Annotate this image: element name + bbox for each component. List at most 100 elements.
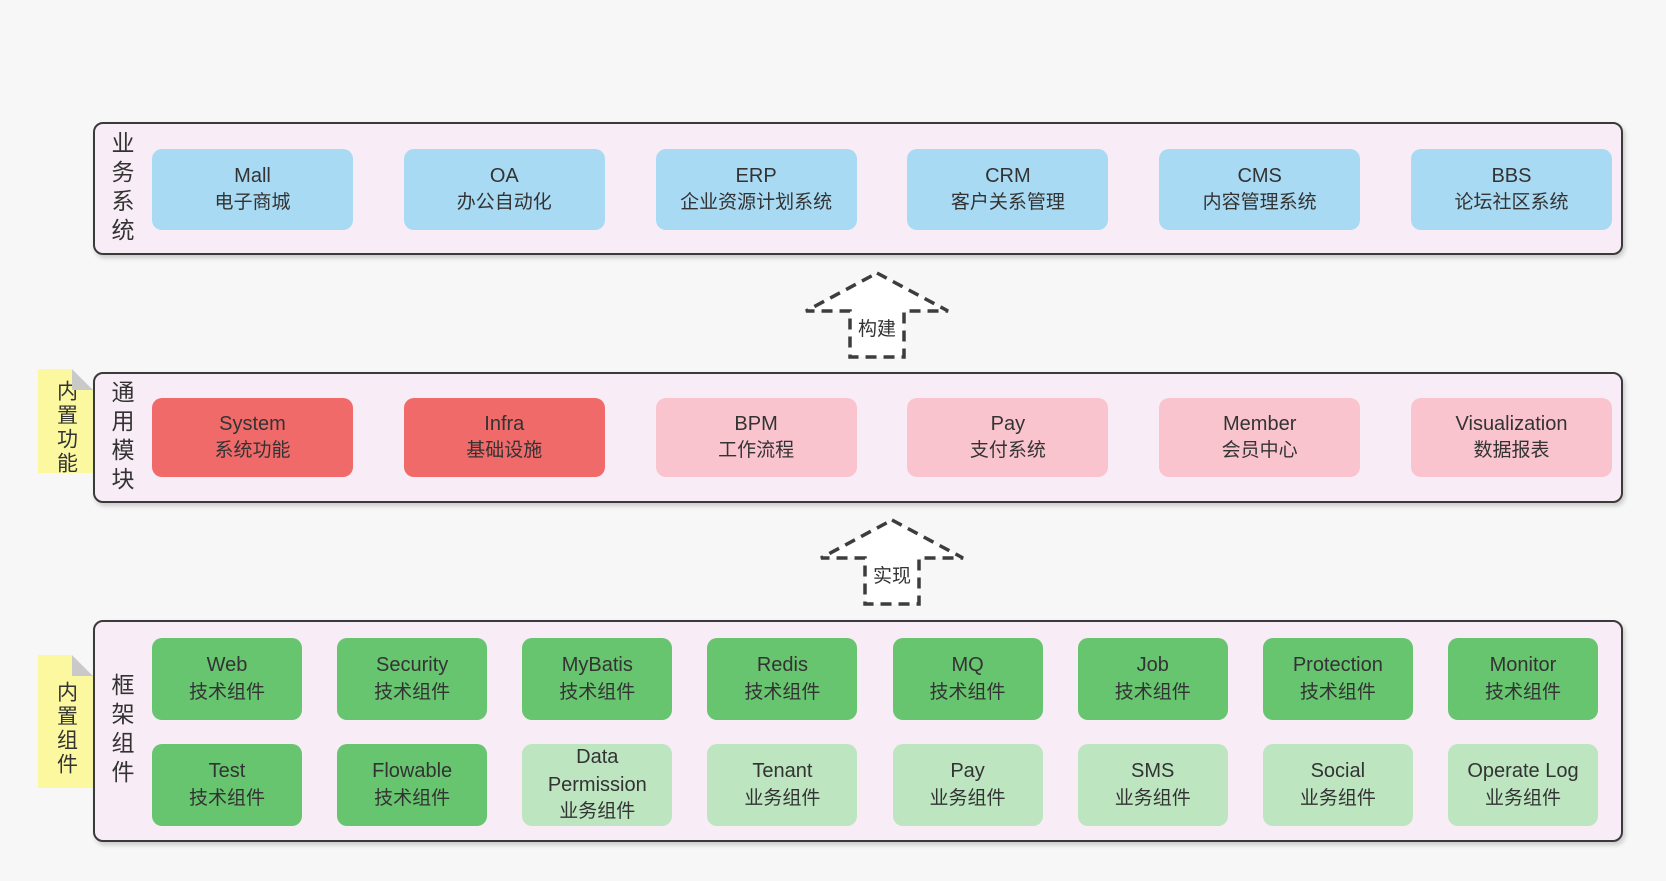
box-subtitle: 办公自动化 — [456, 192, 552, 214]
box-subtitle: 技术组件 — [374, 681, 451, 703]
box-title: BBS — [1491, 164, 1532, 187]
box-subtitle: 业务组件 — [1484, 787, 1561, 809]
box-sms: SMS 业务组件 — [1077, 744, 1228, 826]
box-subtitle: 业务组件 — [1114, 787, 1191, 809]
box-security: Security 技术组件 — [337, 638, 488, 720]
box-title: MyBatis — [561, 654, 633, 677]
box-pay-business: Pay 业务组件 — [892, 744, 1043, 826]
box-subtitle: 技术组件 — [744, 681, 821, 703]
box-title: CRM — [985, 164, 1031, 187]
box-subtitle: 内容管理系统 — [1202, 192, 1317, 214]
box-subtitle: 支付系统 — [969, 440, 1046, 462]
box-subtitle: 技术组件 — [929, 681, 1006, 703]
box-pay: Pay 支付系统 — [907, 398, 1109, 477]
common-modules-row: System 系统功能 Infra 基础设施 BPM 工作流程 Pay 支付系统… — [152, 398, 1612, 477]
layer-label-business-systems: 业务系统 — [108, 130, 134, 247]
box-title: Pay — [950, 760, 985, 783]
box-subtitle: 数据报表 — [1473, 440, 1550, 462]
box-title: BPM — [734, 412, 778, 435]
box-subtitle: 业务组件 — [1299, 787, 1376, 809]
box-mq: MQ 技术组件 — [892, 638, 1043, 720]
box-web: Web 技术组件 — [152, 638, 302, 720]
box-subtitle: 业务组件 — [559, 801, 636, 823]
box-title: Flowable — [372, 760, 453, 783]
box-title: Test — [208, 760, 246, 783]
box-title: Mall — [234, 164, 271, 187]
folded-corner-icon — [72, 655, 93, 676]
box-crm: CRM 客户关系管理 — [907, 149, 1109, 230]
box-subtitle: 技术组件 — [188, 787, 265, 809]
folded-corner-icon — [72, 369, 93, 390]
box-cms: CMS 内容管理系统 — [1159, 149, 1361, 230]
box-subtitle: 论坛社区系统 — [1454, 192, 1569, 214]
box-title: Visualization — [1455, 412, 1568, 435]
box-bpm: BPM 工作流程 — [655, 398, 857, 477]
box-subtitle: 技术组件 — [559, 681, 636, 703]
build-arrow: 构建 — [802, 268, 952, 360]
layer-framework-components: 框架组件 Web 技术组件 Security 技术组件 MyBatis 技术组件… — [93, 620, 1623, 842]
box-subtitle: 业务组件 — [744, 787, 821, 809]
framework-components-row-2: Test 技术组件 Flowable 技术组件 Data Permission … — [152, 744, 1598, 826]
box-monitor: Monitor 技术组件 — [1447, 638, 1598, 720]
box-subtitle: 技术组件 — [1114, 681, 1191, 703]
box-oa: OA 办公自动化 — [403, 149, 605, 230]
layer-common-modules: 通用模块 System 系统功能 Infra 基础设施 BPM 工作流程 Pay… — [93, 372, 1623, 503]
box-title: Tenant — [752, 760, 813, 783]
box-title: OA — [489, 164, 519, 187]
box-tenant: Tenant 业务组件 — [707, 744, 858, 826]
box-visualization: Visualization 数据报表 — [1410, 398, 1612, 477]
box-system: System 系统功能 — [152, 398, 353, 477]
box-subtitle: 会员中心 — [1221, 440, 1298, 462]
box-social: Social 业务组件 — [1262, 744, 1413, 826]
box-redis: Redis 技术组件 — [707, 638, 858, 720]
box-subtitle: 业务组件 — [929, 787, 1006, 809]
box-title: Data Permission — [547, 746, 647, 796]
implement-arrow: 实现 — [817, 515, 967, 607]
box-subtitle: 电子商城 — [214, 192, 291, 214]
sticky-note-builtin-features: 内置功能 — [38, 369, 93, 473]
box-title: Infra — [484, 412, 525, 435]
box-subtitle: 工作流程 — [718, 440, 795, 462]
box-title: Operate Log — [1467, 760, 1579, 783]
box-data-permission: Data Permission 业务组件 — [522, 744, 673, 826]
box-title: Web — [206, 654, 248, 677]
box-member: Member 会员中心 — [1159, 398, 1361, 477]
box-title: Security — [376, 654, 449, 677]
box-subtitle: 技术组件 — [188, 681, 265, 703]
box-title: MQ — [951, 654, 984, 677]
build-arrow-label: 构建 — [854, 314, 900, 341]
box-infra: Infra 基础设施 — [403, 398, 605, 477]
box-title: Member — [1223, 412, 1297, 435]
box-subtitle: 技术组件 — [1299, 681, 1376, 703]
box-title: Protection — [1292, 654, 1383, 677]
box-mybatis: MyBatis 技术组件 — [522, 638, 673, 720]
box-subtitle: 基础设施 — [466, 440, 543, 462]
box-title: CMS — [1237, 164, 1282, 187]
business-systems-row: Mall 电子商城 OA 办公自动化 ERP 企业资源计划系统 CRM 客户关系… — [152, 149, 1612, 230]
box-protection: Protection 技术组件 — [1262, 638, 1413, 720]
box-subtitle: 企业资源计划系统 — [680, 192, 833, 214]
box-title: System — [219, 412, 286, 435]
box-flowable: Flowable 技术组件 — [337, 744, 488, 826]
box-title: Monitor — [1489, 654, 1557, 677]
box-subtitle: 技术组件 — [374, 787, 451, 809]
box-job: Job 技术组件 — [1077, 638, 1228, 720]
box-title: Redis — [756, 654, 808, 677]
implement-arrow-label: 实现 — [869, 561, 915, 588]
layer-label-common-modules: 通用模块 — [108, 379, 134, 496]
sticky-note-builtin-components: 内置组件 — [38, 655, 93, 788]
sticky-note-text: 内置组件 — [54, 680, 78, 777]
framework-components-row-1: Web 技术组件 Security 技术组件 MyBatis 技术组件 Redi… — [152, 638, 1598, 720]
box-title: Pay — [990, 412, 1026, 435]
box-operate-log: Operate Log 业务组件 — [1447, 744, 1598, 826]
box-title: ERP — [735, 164, 777, 187]
box-bbs: BBS 论坛社区系统 — [1410, 149, 1612, 230]
box-erp: ERP 企业资源计划系统 — [655, 149, 857, 230]
box-mall: Mall 电子商城 — [152, 149, 353, 230]
box-title: Social — [1310, 760, 1366, 783]
box-subtitle: 技术组件 — [1484, 681, 1561, 703]
box-test: Test 技术组件 — [152, 744, 302, 826]
box-subtitle: 客户关系管理 — [950, 192, 1065, 214]
box-title: SMS — [1131, 760, 1175, 783]
